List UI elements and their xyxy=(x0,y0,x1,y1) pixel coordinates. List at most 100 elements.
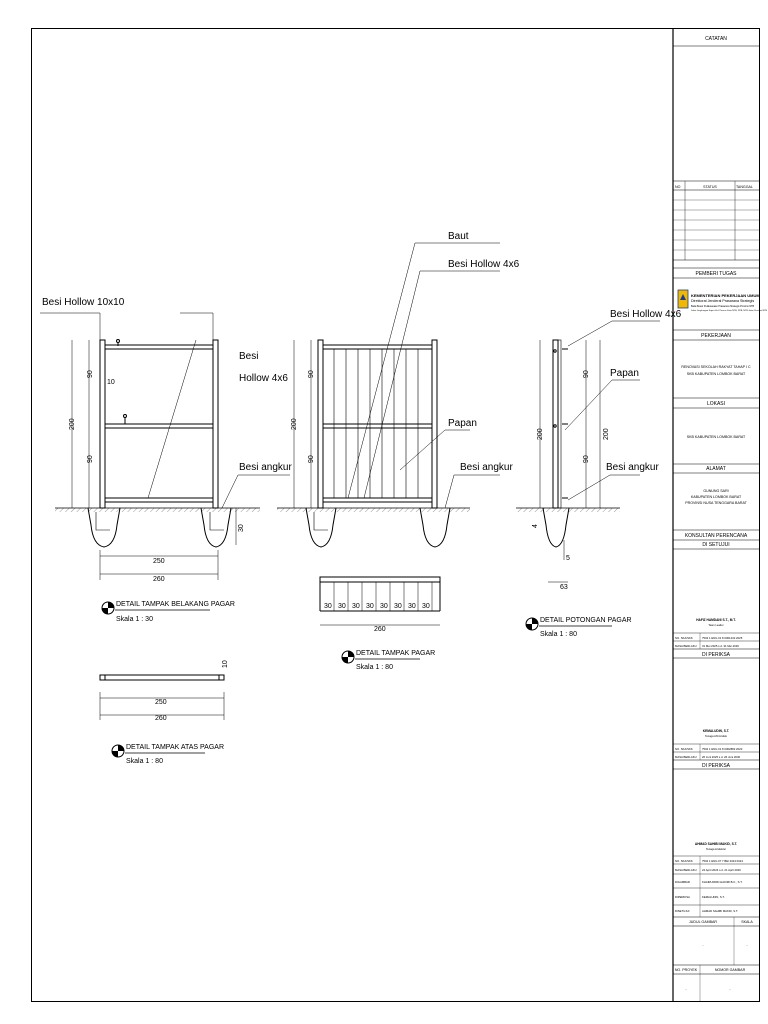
tb-nosk-1: 7502 1 ENG 01 8 0001232 2025 xyxy=(702,636,743,640)
detail-tampak-pagar-plan xyxy=(319,576,441,626)
tb-no-proyek: NO. PROYEK xyxy=(675,968,698,972)
tb-judul-dash: - xyxy=(702,943,704,947)
dim-30-p4: 30 xyxy=(366,603,374,610)
tb-name-2: KEMALUDIN, S.T. xyxy=(703,729,729,733)
tb-masa-2-label: MASA BERLAKU xyxy=(675,755,697,759)
tb-pekerjaan-1: RENOVASI SEKOLAH RAKYAT TAHAP I C xyxy=(681,365,751,369)
detail-belakang-pagar xyxy=(40,312,290,580)
tb-gambar-dash: - xyxy=(729,987,731,991)
tb-digambar: KHAIRUDDIN HAKIMI B.C., S.T. xyxy=(702,880,743,884)
tb-konsultan: KONSULTAN PERENCANA xyxy=(685,533,748,539)
label-besi-hollow-10x10: Besi Hollow 10x10 xyxy=(42,297,125,308)
tb-disetujui-label: DISETUJUI xyxy=(675,909,690,913)
tb-lokasi-val: SKB KABUPATEN LOMBOK BARAT xyxy=(687,435,746,439)
tb-masa-1: 31 Mei 2025 s.d. 31 Mei 2026 xyxy=(702,644,739,648)
label-baut: Baut xyxy=(448,231,469,242)
dim-90-f: 90 xyxy=(583,455,590,463)
tb-nosk-2: 7502 1 ENG 01 8 0002882 2020 xyxy=(702,747,743,751)
dim-10-b: 10 xyxy=(222,660,229,668)
tb-proyek-dash: - xyxy=(685,987,687,991)
dim-90-b: 90 xyxy=(87,455,94,463)
tb-pemberi-tugas: PEMBERI TUGAS xyxy=(695,271,737,277)
tb-digambar-label: DIGAMBAR xyxy=(675,880,690,884)
title-tampak-scale: Skala 1 : 80 xyxy=(356,664,393,671)
tb-balai-2: Jalan Lingkungan Kapur Kel. Pancor Kota … xyxy=(691,309,768,312)
tb-pekerjaan-2: SKB KABUPATEN LOMBOK BARAT xyxy=(687,372,746,376)
tb-masa-2: 26 Juni 2025 s.d. 26 Juni 2030 xyxy=(702,755,741,759)
detail-potongan-pagar xyxy=(516,320,660,583)
tb-nosk-1-label: NO. SKA/SKK xyxy=(675,636,693,640)
tb-balai-1: Balai Besar Pelaksanaan Prasarana Strate… xyxy=(691,305,755,308)
label-besi: Besi xyxy=(239,351,258,362)
label-besi-angkur-2: Besi angkur xyxy=(460,462,513,473)
dim-200-b: 200 xyxy=(291,418,298,430)
title-block xyxy=(672,28,760,1002)
dim-30-p8: 30 xyxy=(422,603,430,610)
tb-name-3: AHMAD SAHIBI MAKID, S.T. xyxy=(695,842,737,846)
tb-disetujui-val: AHMAD SAHIBI MAKID, S.T. xyxy=(702,909,738,913)
tb-masa-1-label: MASA BERLAKU xyxy=(675,644,697,648)
tb-alamat-1: GUNUNG SARI xyxy=(703,489,728,493)
tb-lokasi: LOKASI xyxy=(707,401,725,407)
tb-diperiksa-1: DI PERIKSA xyxy=(702,652,731,658)
dim-63: 63 xyxy=(560,584,568,591)
title-belakang-text: DETAIL TAMPAK BELAKANG PAGAR xyxy=(116,601,235,608)
tb-status: STATUS xyxy=(703,185,717,189)
title-atas: DETAIL TAMPAK ATAS PAGAR Skala 1 : 80 xyxy=(111,744,224,765)
dim-5: 5 xyxy=(566,555,570,562)
dim-90-c: 90 xyxy=(308,370,315,378)
title-potongan-scale: Skala 1 : 80 xyxy=(540,631,577,638)
dim-260-a: 260 xyxy=(153,576,165,583)
tb-name-1: HAFIZ HAMDANI S.T., M.T. xyxy=(696,618,736,622)
title-atas-text: DETAIL TAMPAK ATAS PAGAR xyxy=(126,744,224,751)
dim-200-c: 200 xyxy=(537,428,544,440)
tb-catatan: CATATAN xyxy=(705,36,727,42)
label-besi-angkur-1: Besi angkur xyxy=(239,462,292,473)
drawing-sheet-border xyxy=(31,28,760,1002)
dim-200-a: 200 xyxy=(69,418,76,430)
tb-kementerian: KEMENTERIAN PEKERJAAN UMUM xyxy=(691,293,760,298)
title-tampak: DETAIL TAMPAK PAGAR Skala 1 : 80 xyxy=(341,650,435,671)
tb-diperiksa-label: DIPERIKSA xyxy=(675,895,690,899)
detail-tampak-pagar xyxy=(277,242,500,548)
tb-skala: SKALA xyxy=(741,920,753,924)
tb-direktorat: Direktorat Jenderal Prasarana Strategis xyxy=(691,299,754,303)
dim-260-b: 260 xyxy=(374,626,386,633)
tb-role-1: Team Leader xyxy=(708,623,723,627)
tb-alamat-3: PROVINSI NUSA TENGGARA BARAT xyxy=(685,501,747,505)
dim-90-e: 90 xyxy=(583,370,590,378)
label-besi-hollow-4x6-a: Besi Hollow 4x6 xyxy=(448,259,520,270)
dim-4: 4 xyxy=(532,524,539,528)
title-potongan: DETAIL POTONGAN PAGAR Skala 1 : 80 xyxy=(525,617,632,638)
tb-nosk-3-label: NO. SKA/SKK xyxy=(675,859,693,863)
dim-30-a: 30 xyxy=(238,524,245,532)
title-potongan-text: DETAIL POTONGAN PAGAR xyxy=(540,617,632,624)
tb-diperiksa-2: DI PERIKSA xyxy=(702,763,731,769)
tb-disetujui: DI SETUJUI xyxy=(702,542,729,548)
label-papan-b: Papan xyxy=(610,368,639,379)
tb-alamat: ALAMAT xyxy=(706,466,726,472)
label-besi-hollow-4x6-b: Besi Hollow 4x6 xyxy=(610,309,682,320)
dim-200-d: 200 xyxy=(603,428,610,440)
title-belakang: DETAIL TAMPAK BELAKANG PAGAR Skala 1 : 3… xyxy=(101,601,235,623)
label-hollow-4x6: Hollow 4x6 xyxy=(239,373,288,384)
dim-250-b: 250 xyxy=(155,699,167,706)
tb-judul-gambar: JUDUL GAMBAR xyxy=(689,920,717,924)
label-besi-angkur-3: Besi angkur xyxy=(606,462,659,473)
tb-nosk-2-label: NO. SKA/SKK xyxy=(675,747,693,751)
title-atas-scale: Skala 1 : 80 xyxy=(126,758,163,765)
tb-alamat-2: KABUPATEN LOMBOK BARAT xyxy=(691,495,742,499)
dim-260-c: 260 xyxy=(155,715,167,722)
title-tampak-text: DETAIL TAMPAK PAGAR xyxy=(356,650,435,657)
tb-nomor-gambar: NOMOR GAMBAR xyxy=(715,968,746,972)
tb-tanggal: TANGGAL xyxy=(736,185,753,189)
tb-role-3: Tenaga Arsitektur xyxy=(706,847,726,851)
dim-30-p1: 30 xyxy=(324,603,332,610)
tb-pekerjaan: PEKERJAAN xyxy=(701,333,731,339)
dim-30-p7: 30 xyxy=(408,603,416,610)
title-belakang-scale: Skala 1 : 30 xyxy=(116,616,153,623)
tb-diperiksa-val: KEMALUDIN, S.T. xyxy=(702,895,725,899)
dim-250-a: 250 xyxy=(153,558,165,565)
tb-no: NO xyxy=(675,185,681,189)
